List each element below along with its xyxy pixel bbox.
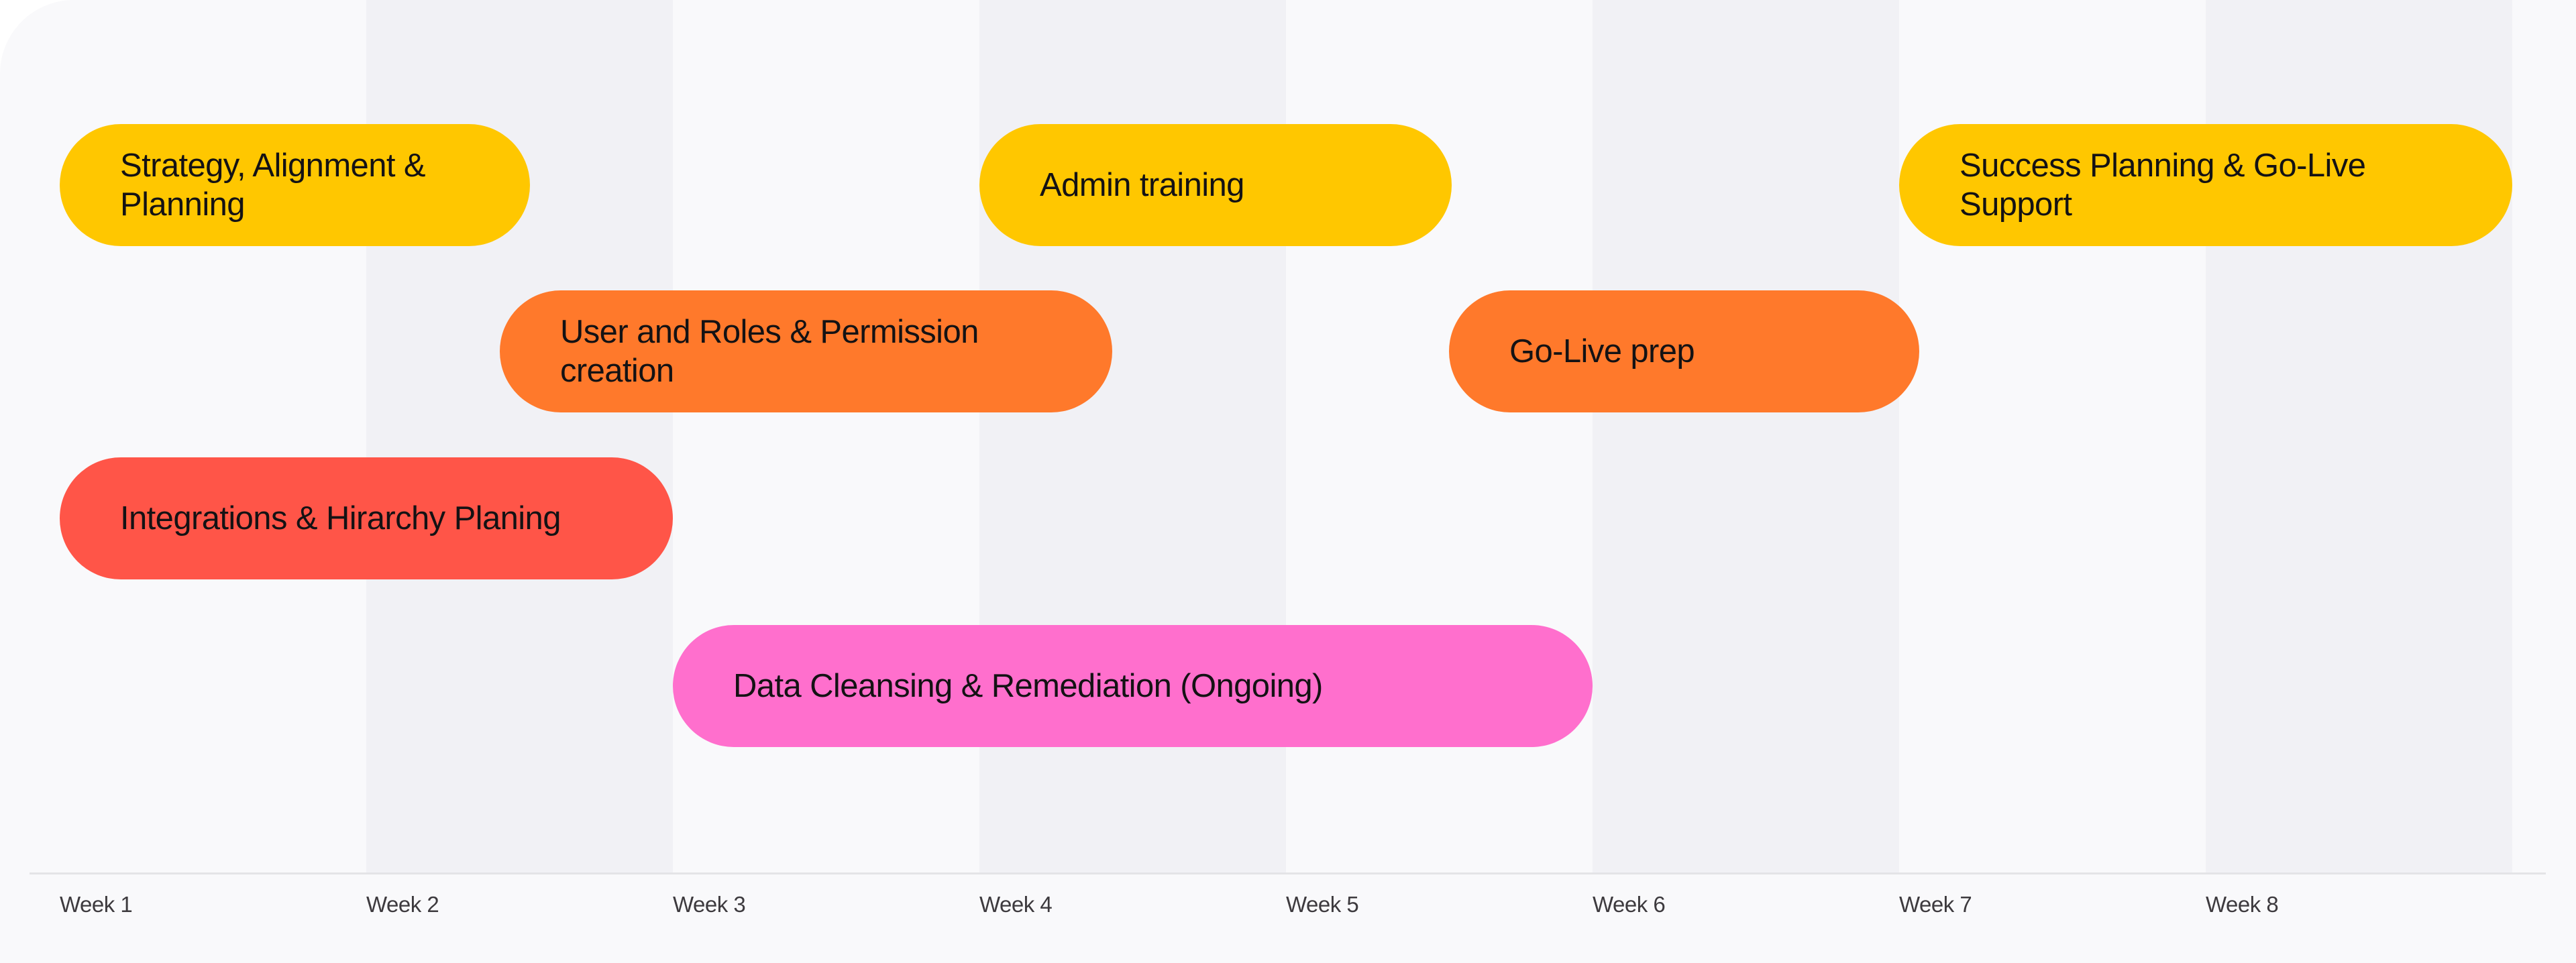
task-label: User and Roles & Permission creation (560, 313, 979, 390)
task-label-line-2: Support (1960, 186, 2072, 223)
x-axis-tick-week-2: Week 2 (366, 892, 439, 917)
task-label: Go-Live prep (1509, 333, 1695, 370)
x-axis-tick-week-4: Week 4 (979, 892, 1053, 917)
task-bar-success-planning-go-live-support[interactable]: Success Planning & Go-Live Support (1899, 124, 2512, 246)
x-axis-tick-week-7: Week 7 (1899, 892, 1972, 917)
week-column-6 (1593, 0, 1899, 873)
task-label: Strategy, Alignment & Planning (120, 146, 426, 224)
task-label-line-2: creation (560, 353, 674, 389)
task-bar-user-roles-permission-creation[interactable]: User and Roles & Permission creation (500, 290, 1112, 412)
x-axis-tick-week-1: Week 1 (60, 892, 133, 917)
task-label: Success Planning & Go-Live Support (1960, 146, 2366, 224)
task-label-line-1: Success Planning & Go-Live (1960, 148, 2366, 184)
x-axis-line (30, 872, 2546, 874)
task-label-line-2: Planning (120, 186, 246, 223)
task-label: Admin training (1040, 167, 1244, 203)
task-bar-admin-training[interactable]: Admin training (979, 124, 1452, 246)
task-label: Integrations & Hirarchy Planing (120, 500, 561, 536)
task-bar-go-live-prep[interactable]: Go-Live prep (1449, 290, 1919, 412)
x-axis-tick-week-3: Week 3 (673, 892, 746, 917)
task-label-line-1: Strategy, Alignment & (120, 148, 426, 184)
task-label: Data Cleansing & Remediation (Ongoing) (733, 668, 1323, 704)
task-bar-data-cleansing-remediation[interactable]: Data Cleansing & Remediation (Ongoing) (673, 625, 1593, 747)
task-label-line-1: User and Roles & Permission (560, 314, 979, 350)
task-bar-integrations-hierarchy-planning[interactable]: Integrations & Hirarchy Planing (60, 457, 673, 579)
x-axis-tick-week-8: Week 8 (2206, 892, 2279, 917)
task-bar-strategy-alignment-planning[interactable]: Strategy, Alignment & Planning (60, 124, 530, 246)
x-axis-tick-week-5: Week 5 (1286, 892, 1359, 917)
x-axis-tick-week-6: Week 6 (1593, 892, 1666, 917)
